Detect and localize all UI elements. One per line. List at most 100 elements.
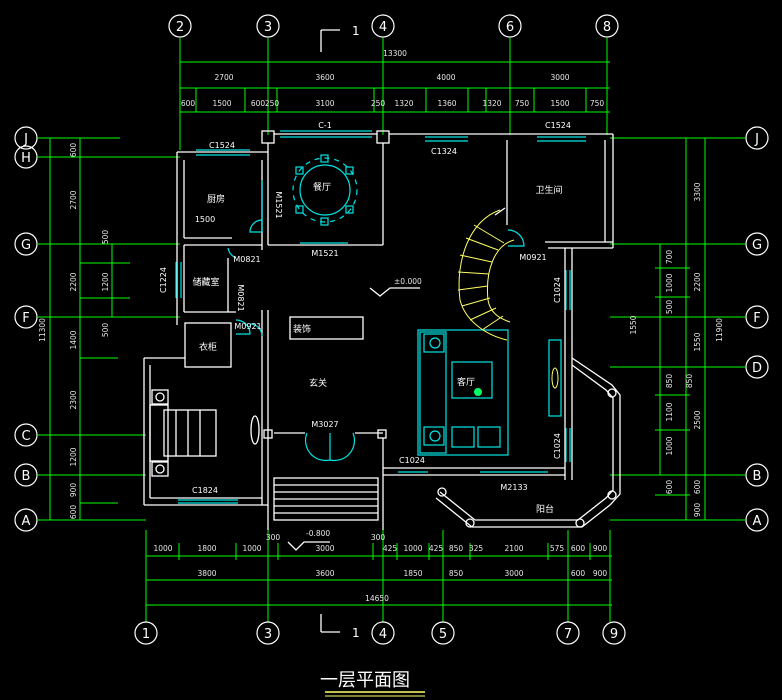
svg-text:M2133: M2133 <box>500 483 527 492</box>
svg-text:850: 850 <box>685 374 694 389</box>
svg-text:M1521: M1521 <box>311 249 338 258</box>
svg-text:1: 1 <box>352 626 360 640</box>
dining-table <box>292 154 358 226</box>
svg-text:A: A <box>753 514 762 529</box>
svg-text:F: F <box>753 311 760 326</box>
axis-label-top-8: 8 <box>603 20 611 35</box>
dims-top-text: 13300 2700 3600 4000 3000 600 1500 600 2… <box>181 49 605 108</box>
level-marker-0: ±0.000 <box>369 277 422 297</box>
svg-text:2700: 2700 <box>214 73 233 82</box>
svg-text:600: 600 <box>69 505 78 520</box>
room-closet: 衣柜 <box>199 341 217 353</box>
svg-text:J: J <box>754 132 759 147</box>
section-mark-top: 1 <box>320 24 360 52</box>
svg-text:C1024: C1024 <box>553 277 562 303</box>
svg-text:1000: 1000 <box>242 544 261 553</box>
svg-text:3100: 3100 <box>315 99 334 108</box>
tv-cabinet <box>548 339 562 417</box>
dims-left-text: 11300 600 2700 2200 1400 2300 1200 900 6… <box>38 143 110 520</box>
room-balcony: 阳台 <box>536 503 554 515</box>
svg-text:13300: 13300 <box>383 49 407 58</box>
svg-text:B: B <box>22 469 31 484</box>
svg-text:500: 500 <box>101 230 110 245</box>
axis-bubbles-bottom: 1 3 4 5 7 9 <box>134 621 626 645</box>
svg-text:750: 750 <box>590 99 605 108</box>
svg-text:1: 1 <box>142 627 150 642</box>
svg-text:600: 600 <box>665 480 674 495</box>
doors <box>227 219 525 462</box>
svg-text:±0.000: ±0.000 <box>394 277 422 286</box>
svg-text:600: 600 <box>251 99 266 108</box>
svg-text:850: 850 <box>449 544 464 553</box>
svg-text:G: G <box>752 238 762 253</box>
svg-text:3800: 3800 <box>197 569 216 578</box>
dims-bottom-text: 1000 1800 1000 300 3000 300 425 1000 425… <box>153 533 607 603</box>
svg-text:900: 900 <box>593 544 608 553</box>
svg-text:1200: 1200 <box>101 272 110 291</box>
svg-text:4000: 4000 <box>436 73 455 82</box>
svg-text:2500: 2500 <box>693 410 702 429</box>
room-foyer: 玄关 <box>309 377 327 389</box>
room-dining: 餐厅 <box>313 181 331 193</box>
svg-text:3000: 3000 <box>550 73 569 82</box>
svg-text:B: B <box>753 469 762 484</box>
svg-text:325: 325 <box>469 544 484 553</box>
svg-text:F: F <box>22 311 29 326</box>
svg-text:1000: 1000 <box>665 436 674 455</box>
spiral-staircase <box>457 207 515 341</box>
svg-text:850: 850 <box>665 374 674 389</box>
svg-text:600: 600 <box>181 99 196 108</box>
svg-text:1500: 1500 <box>212 99 231 108</box>
svg-text:C1524: C1524 <box>545 121 571 130</box>
svg-text:4: 4 <box>379 627 387 642</box>
svg-text:1500: 1500 <box>195 215 215 224</box>
svg-text:500: 500 <box>101 323 110 338</box>
svg-text:C1024: C1024 <box>553 433 562 459</box>
svg-text:C1324: C1324 <box>431 147 457 156</box>
svg-text:C1024: C1024 <box>399 456 425 465</box>
section-mark-bottom: 1 <box>320 614 360 640</box>
drawing-title: 一层平面图 <box>320 670 425 697</box>
svg-text:1000: 1000 <box>403 544 422 553</box>
axis-bubbles-top: 2 3 4 6 8 <box>168 14 619 38</box>
svg-text:C1824: C1824 <box>192 486 218 495</box>
room-storage: 储藏室 <box>192 276 219 288</box>
svg-text:600: 600 <box>571 544 586 553</box>
svg-text:M0821: M0821 <box>233 255 260 264</box>
svg-text:M0921: M0921 <box>234 322 261 331</box>
svg-text:1320: 1320 <box>482 99 501 108</box>
svg-text:600: 600 <box>571 569 586 578</box>
svg-text:3600: 3600 <box>315 73 334 82</box>
svg-text:14650: 14650 <box>365 594 389 603</box>
svg-text:900: 900 <box>69 483 78 498</box>
svg-text:900: 900 <box>593 569 608 578</box>
bed <box>149 389 217 477</box>
svg-text:7: 7 <box>564 627 572 642</box>
svg-text:3600: 3600 <box>315 569 334 578</box>
svg-text:1200: 1200 <box>69 447 78 466</box>
svg-text:C: C <box>21 429 30 444</box>
svg-text:3: 3 <box>264 627 272 642</box>
room-kitchen: 厨房 <box>207 193 225 205</box>
svg-text:9: 9 <box>610 627 618 642</box>
svg-text:A: A <box>22 514 31 529</box>
svg-text:250: 250 <box>265 99 280 108</box>
svg-text:M1521: M1521 <box>274 191 283 218</box>
svg-text:250: 250 <box>371 99 386 108</box>
opening-tags: C-1 C1524 C1324 C1524 M1521 M1521 1500 M… <box>159 121 571 495</box>
svg-text:C-1: C-1 <box>318 121 332 130</box>
axis-label-top-6: 6 <box>506 20 514 35</box>
svg-text:600: 600 <box>69 143 78 158</box>
axis-label-top-4: 4 <box>379 20 387 35</box>
svg-text:1550: 1550 <box>629 315 638 334</box>
svg-text:2700: 2700 <box>69 190 78 209</box>
svg-text:11300: 11300 <box>38 318 47 342</box>
axis-bubbles-right: J G F D B A <box>745 126 769 532</box>
svg-text:850: 850 <box>449 569 464 578</box>
axis-grid-bottom <box>145 530 612 622</box>
living-room-sofa <box>417 329 509 456</box>
svg-text:D: D <box>752 361 762 376</box>
svg-text:900: 900 <box>693 503 702 518</box>
axis-label-top-3: 3 <box>264 20 272 35</box>
